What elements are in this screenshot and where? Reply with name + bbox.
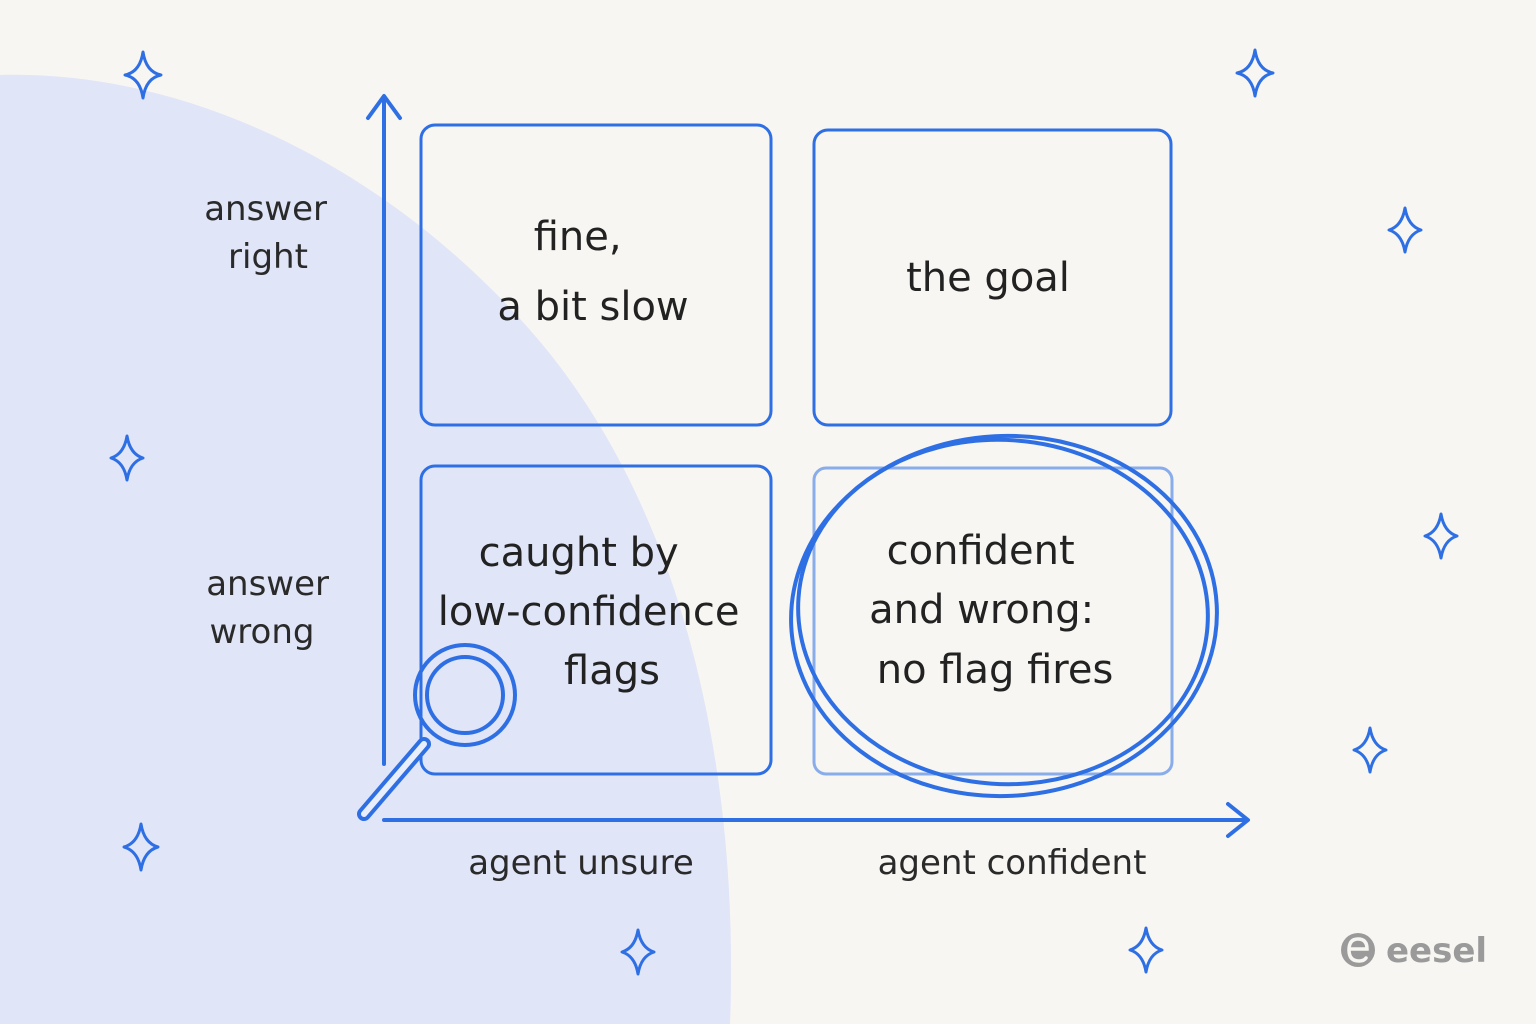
- quadrant-boxes: [419, 123, 1174, 776]
- quadrant-text-line: a bit slow: [497, 284, 688, 330]
- y-axis-label-bottom: answer wrong: [206, 564, 340, 652]
- highlight-ring-outer: [789, 433, 1219, 799]
- quadrant-box-top-left: [419, 123, 773, 427]
- quadrant-text-bottom-left: caught by low-confidence flags: [438, 530, 752, 694]
- y-axis-label-top: answer right: [204, 189, 338, 277]
- sparkle-icon: [109, 434, 145, 482]
- brand-name: eesel: [1386, 931, 1487, 971]
- magnifier-handle-inner: [361, 741, 427, 817]
- eesel-logo-icon: [1341, 933, 1375, 967]
- magnifying-glass-icon: [357, 643, 517, 821]
- sparkle-icon: [1128, 926, 1164, 974]
- quadrant-text-line: the goal: [906, 255, 1070, 301]
- sparkle-icon: [620, 928, 656, 976]
- magnifier-rim-outer: [413, 643, 517, 747]
- y-axis-label-top-line: answer: [204, 189, 327, 229]
- quadrant-box-top-right: [812, 128, 1173, 427]
- quadrant-text-line: flags: [564, 648, 660, 694]
- sparkle-icon: [1423, 512, 1459, 560]
- sparkles: [109, 48, 1459, 976]
- sparkle-icon: [122, 822, 160, 872]
- x-axis-label-left: agent unsure: [468, 843, 694, 883]
- background-blob: [0, 74, 732, 1024]
- x-axis-arrowhead: [1226, 802, 1250, 838]
- quadrant-box-bottom-left: [419, 464, 773, 776]
- y-axis-arrowhead: [366, 94, 402, 120]
- quadrant-text-top-right: the goal: [906, 255, 1070, 301]
- highlight-circle: [789, 433, 1219, 799]
- quadrant-text-line: fine,: [534, 214, 622, 260]
- sparkle-icon: [1235, 48, 1275, 98]
- quadrant-text-top-left: fine, a bit slow: [497, 214, 688, 330]
- magnifier-rim-inner: [425, 655, 505, 735]
- y-axis-label-top-line: right: [228, 237, 308, 277]
- y-axis-label-bottom-line: answer: [206, 564, 329, 604]
- highlight-ring-inner: [796, 437, 1210, 787]
- quadrant-text-line: and wrong:: [869, 587, 1094, 633]
- sparkle-icon: [123, 50, 163, 100]
- quadrant-text-line: confident: [887, 528, 1075, 574]
- sparkle-icon: [1352, 726, 1388, 774]
- sparkle-icon: [1387, 206, 1423, 254]
- axes: [366, 94, 1250, 838]
- quadrant-text-line: no flag fires: [877, 647, 1114, 693]
- quadrant-text-line: low-confidence: [438, 589, 740, 635]
- quadrant-text-bottom-right: confident and wrong: no flag fires: [869, 528, 1113, 693]
- y-axis-label-bottom-line: wrong: [210, 612, 315, 652]
- x-axis-label-right: agent confident: [878, 843, 1147, 883]
- quadrant-text-line: caught by: [479, 530, 679, 576]
- eesel-logo-glyph: [1347, 937, 1369, 963]
- quadrant-box-bottom-right: [812, 466, 1174, 776]
